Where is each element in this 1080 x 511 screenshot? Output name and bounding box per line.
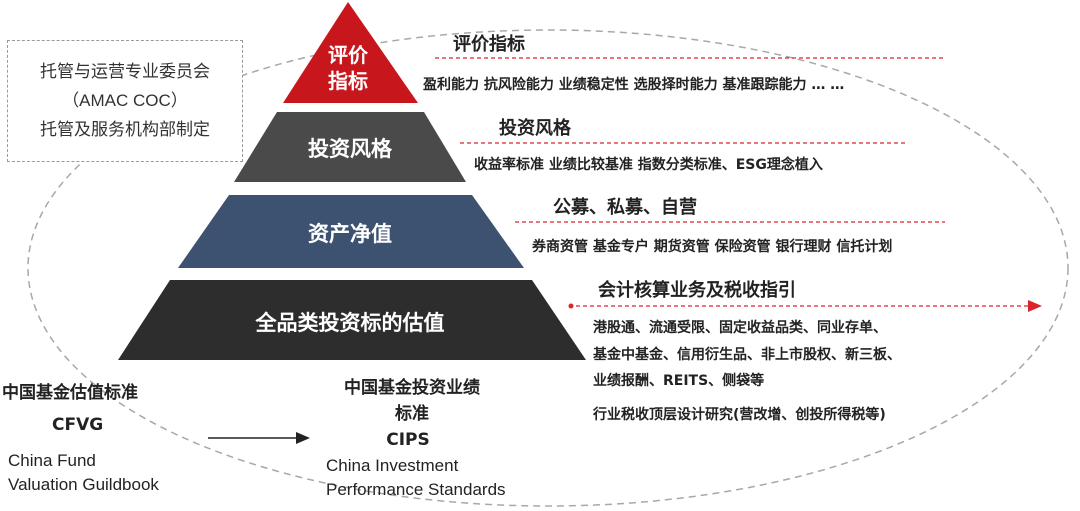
cips-subtitle: China Investment Performance Standards [326, 454, 506, 502]
red-arrow-head [1028, 300, 1042, 312]
tier-style-shape [234, 112, 466, 182]
category-style-items: 收益率标准 业绩比较基准 指数分类标准、ESG理念植入 [474, 157, 823, 173]
category-valuation-items-4: 行业税收顶层设计研究(营改增、创投所得税等) [593, 407, 886, 423]
tier-valuation-label: 全品类投资标的估值 [255, 311, 445, 335]
arrow-start-dot [568, 303, 574, 309]
cips-title-line-1: 中国基金投资业绩 [344, 378, 480, 398]
category-style-title: 投资风格 [499, 118, 571, 139]
tier-valuation-shape [118, 280, 586, 360]
category-valuation-title: 会计核算业务及税收指引 [598, 280, 796, 301]
tier-nav-shape [178, 195, 524, 268]
committee-line-3: 托管及服务机构部制定 [40, 120, 210, 139]
category-valuation-items-2: 基金中基金、信用衍生品、非上市股权、新三板、 [593, 347, 901, 363]
cips-subtitle-line-2: Performance Standards [326, 480, 506, 499]
tier-evaluation-line-2: 指标 [328, 69, 368, 93]
cips-subtitle-line-1: China Investment [326, 456, 459, 475]
committee-line-2: （AMAC COC） [62, 91, 188, 110]
cfvg-subtitle-line-1: China Fund [8, 451, 96, 470]
category-valuation-items-3: 业绩报酬、REITS、侧袋等 [593, 373, 765, 389]
category-nav-title: 公募、私募、自营 [553, 197, 697, 218]
category-nav-items: 券商资管 基金专户 期货资管 保险资管 银行理财 信托计划 [532, 239, 893, 255]
tier-style-label: 投资风格 [308, 137, 392, 161]
tier-evaluation-label: 评价 指标 [318, 42, 378, 94]
cfvg-title: 中国基金估值标准 [2, 383, 138, 403]
committee-line-1: 托管与运营专业委员会 [40, 62, 210, 81]
cfvg-subtitle: China Fund Valuation Guildbook [8, 449, 159, 497]
cips-title: 中国基金投资业绩 标准 [322, 375, 502, 427]
cfvg-subtitle-line-2: Valuation Guildbook [8, 475, 159, 494]
cfvg-code: CFVG [52, 415, 104, 435]
tier-evaluation-shape [283, 2, 418, 103]
cips-code: CIPS [386, 430, 430, 450]
category-valuation-items-1: 港股通、流通受限、固定收益品类、同业存单、 [593, 320, 887, 336]
category-evaluation-title: 评价指标 [453, 34, 525, 55]
tier-evaluation-line-1: 评价 [328, 43, 368, 67]
tier-nav-label: 资产净值 [308, 222, 392, 246]
category-evaluation-items: 盈利能力 抗风险能力 业绩稳定性 选股择时能力 基准跟踪能力 … … [423, 77, 845, 93]
dashed-ellipse [27, 29, 1069, 507]
committee-box: 托管与运营专业委员会 （AMAC COC） 托管及服务机构部制定 [7, 40, 243, 162]
standards-arrow-head [296, 432, 310, 444]
cips-title-line-2: 标准 [395, 404, 429, 424]
